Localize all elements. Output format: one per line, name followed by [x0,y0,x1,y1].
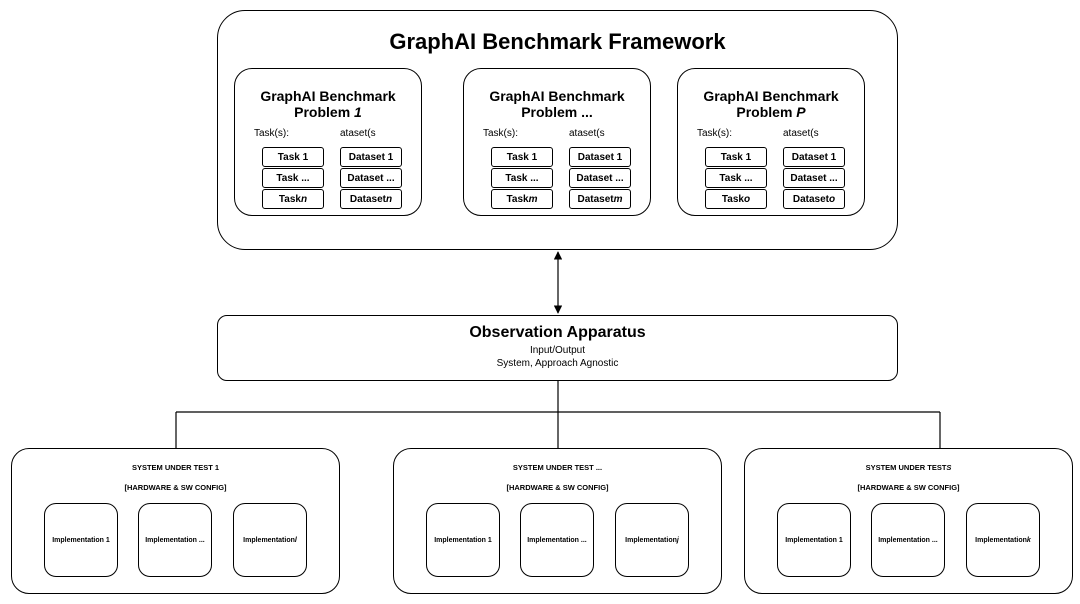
problem-title-line2: Problem ... [521,104,593,120]
implementation-box: Implementation 1 [44,503,118,577]
implementation-label: Implementation ... [145,536,205,544]
task-cell-variable: o [743,193,751,205]
problem-title-line2: Problem [736,104,797,120]
implementation-box: Implementation ... [871,503,945,577]
implementation-box: Implementation l [233,503,307,577]
task-cell-label: Task 1 [720,151,752,163]
system-title: SYSTEM UNDER TEST 1 [11,461,340,473]
dataset-cell-label: Dataset [577,193,614,205]
task-cell-label: Task ... [505,172,539,184]
observation-title: Observation Apparatus [469,324,646,341]
system-title-label: SYSTEM UNDER TEST ... [512,462,603,472]
task-cell: Task o [705,189,767,209]
problem-title-line1: GraphAI Benchmark [489,88,625,104]
implementation-label: Implementation 1 [785,536,843,544]
tasks-label: Task(s): [483,128,518,139]
dataset-cell-label: Dataset [792,193,830,205]
system-title-label: SYSTEM UNDER TEST [865,462,947,472]
task-cell-label: Task [506,193,529,205]
task-cell: Task 1 [491,147,553,167]
dataset-cell: Dataset ... [783,168,845,188]
tasks-label: Task(s): [254,128,289,139]
task-cell-label: Task [721,193,744,205]
datasets-label: ataset(s [569,128,605,139]
task-cell: Task 1 [705,147,767,167]
framework-title: GraphAI Benchmark Framework [389,29,726,54]
dataset-cell: Dataset n [340,189,402,209]
system-title: SYSTEM UNDER TEST S [744,461,1073,473]
task-cell-variable: m [528,193,538,205]
implementation-label: Implementation 1 [434,536,492,544]
task-cell-label: Task ... [719,172,753,184]
dataset-cell-label: Dataset 1 [348,151,394,163]
task-cell-variable: n [300,193,308,205]
dataset-cell-label: Dataset ... [347,172,395,184]
implementation-label: Implementation ... [878,536,938,544]
system-config: [HARDWARE & SW CONFIG] [857,482,960,492]
implementation-box: Implementation 1 [777,503,851,577]
implementation-box: Implementation 1 [426,503,500,577]
implementation-box: Implementation ... [520,503,594,577]
task-cell: Task ... [262,168,324,188]
dataset-cell: Dataset ... [340,168,402,188]
problem-title-line2: Problem [294,104,355,120]
task-cell: Task 1 [262,147,324,167]
task-cell: Task ... [705,168,767,188]
system-title: SYSTEM UNDER TEST ... [393,461,722,473]
dataset-cell-variable: o [829,193,836,205]
task-cell-label: Task 1 [506,151,538,163]
implementation-box: Implementation j [615,503,689,577]
dataset-cell: Dataset 1 [783,147,845,167]
implementation-label: Implementation [243,536,295,544]
dataset-cell: Dataset o [783,189,845,209]
implementation-variable: j [676,536,679,544]
task-cell-label: Task [278,193,301,205]
task-cell: Task n [262,189,324,209]
datasets-label: ataset(s [340,128,376,139]
implementation-variable: k [1026,536,1031,544]
dataset-cell-label: Dataset [349,193,387,205]
problem-title-variable: 1 [354,104,362,120]
system-title-variable: S [946,462,952,472]
dataset-cell-variable: n [386,193,393,205]
dataset-cell: Dataset m [569,189,631,209]
dataset-cell-variable: m [613,193,623,205]
system-config: [HARDWARE & SW CONFIG] [124,482,227,492]
implementation-variable: l [294,536,297,544]
system-config: [HARDWARE & SW CONFIG] [506,482,609,492]
system-title-label: SYSTEM UNDER TEST 1 [131,462,220,472]
implementation-label: Implementation 1 [52,536,110,544]
dataset-cell-label: Dataset ... [790,172,838,184]
implementation-label: Implementation ... [527,536,587,544]
dataset-cell: Dataset 1 [569,147,631,167]
task-cell-label: Task 1 [277,151,309,163]
problem-title-line1: GraphAI Benchmark [703,88,839,104]
dataset-cell-label: Dataset ... [576,172,624,184]
observation-box [217,315,898,381]
task-cell-label: Task ... [276,172,310,184]
dataset-cell-label: Dataset 1 [577,151,623,163]
dataset-cell: Dataset 1 [340,147,402,167]
datasets-label: ataset(s [783,128,819,139]
implementation-label: Implementation [975,536,1027,544]
problem-title-line1: GraphAI Benchmark [260,88,396,104]
observation-line-1: Input/Output [529,345,586,356]
implementation-box: Implementation ... [138,503,212,577]
dataset-cell-label: Dataset 1 [791,151,837,163]
observation-line-2: System, Approach Agnostic [496,358,619,369]
implementation-box: Implementation k [966,503,1040,577]
problem-title-variable: P [796,104,806,120]
dataset-cell: Dataset ... [569,168,631,188]
task-cell: Task m [491,189,553,209]
implementation-label: Implementation [625,536,677,544]
task-cell: Task ... [491,168,553,188]
tasks-label: Task(s): [697,128,732,139]
